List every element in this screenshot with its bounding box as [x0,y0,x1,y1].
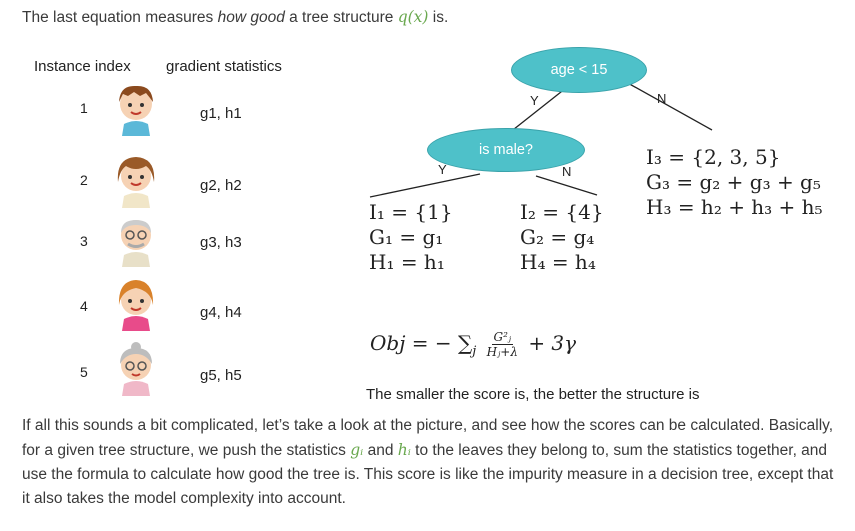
objective-rhs: + 3γ [528,331,577,355]
row-index: 1 [80,100,88,116]
leaf-3-h: H₃ = h₂ + h₃ + h₅ [646,195,823,219]
leaf-1: I₁ = {1} G₁ = g₁ H₁ = h₁ [369,200,453,275]
leaf-3-set: I₃ = {2, 3, 5} [646,145,781,169]
objective-fraction: G²ⱼ Hⱼ+λ [487,330,518,359]
intro-suffix: is. [428,9,449,26]
leaf-1-set: I₁ = {1} [369,200,453,224]
leaf-2-set: I₂ = {4} [520,200,604,224]
objective-formula: Obj = − ∑j G²ⱼ Hⱼ+λ + 3γ [370,330,576,359]
girl-avatar-icon [118,280,154,331]
intro-math-qx: q(x) [397,8,429,26]
intro-prefix: The last equation measures [22,9,218,26]
tree-child-node: is male? [427,128,585,172]
leaf-1-h: H₁ = h₁ [369,250,445,274]
edge-child-no [535,175,598,196]
leaf-2: I₂ = {4} G₂ = g₄ H₄ = h₄ [520,200,604,275]
leaf-1-g: G₁ = g₁ [369,225,444,249]
paragraph-part-3: to the leaves they belong to, sum the st… [22,442,834,507]
old-woman-avatar-icon [120,342,152,396]
row-index: 5 [80,364,88,380]
objective-numerator: G²ⱼ [491,330,514,345]
child-no-label: N [562,164,572,179]
root-yes-label: Y [530,93,539,108]
tree-root-node: age < 15 [511,47,647,93]
edge-root-no [625,81,713,131]
objective-sum-index: j [472,344,477,359]
objective-denominator: Hⱼ+λ [486,345,518,359]
paragraph-part-1: If all this sounds a bit complicated, le… [22,417,834,459]
row-stats: g1, h1 [200,105,242,122]
grandfather-avatar-icon [121,220,151,267]
root-no-label: N [657,91,667,106]
intro-sentence: The last equation measures how good a tr… [22,8,448,27]
leaf-2-h: H₄ = h₄ [520,250,596,274]
leaf-2-g: G₂ = g₄ [520,225,595,249]
paragraph-h-var: hᵢ [397,441,411,459]
boy-avatar-icon [119,85,153,136]
header-instance-index: Instance index [34,58,131,75]
objective-lhs: Obj = − ∑ [370,331,473,355]
child-yes-label: Y [438,162,447,177]
grandmother-avatar-icon [117,157,155,208]
row-index: 3 [80,233,88,249]
row-stats: g3, h3 [200,234,242,251]
header-gradient-statistics: gradient statistics [166,58,282,75]
row-index: 4 [80,298,88,314]
paragraph-part-2: and [363,442,398,459]
leaf-3: I₃ = {2, 3, 5} G₃ = g₂ + g₃ + g₅ H₃ = h₂… [646,145,823,220]
intro-middle: a tree structure [284,9,398,26]
intro-emphasis: how good [217,9,285,26]
row-stats: g5, h5 [200,367,242,384]
row-index: 2 [80,172,88,188]
explanation-paragraph: If all this sounds a bit complicated, le… [22,414,834,511]
row-stats: g4, h4 [200,304,242,321]
leaf-3-g: G₃ = g₂ + g₃ + g₅ [646,170,821,194]
row-stats: g2, h2 [200,177,242,194]
paragraph-g-var: gᵢ [350,441,364,459]
score-caption: The smaller the score is, the better the… [366,386,700,403]
edge-child-yes [369,173,481,198]
